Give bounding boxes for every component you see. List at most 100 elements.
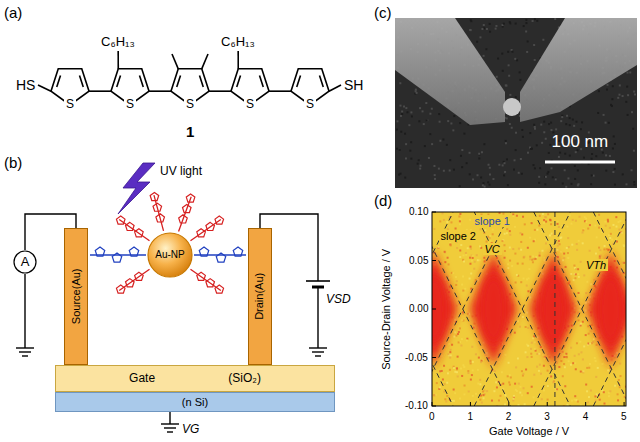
plot-noise: [499, 395, 501, 397]
plot-noise: [457, 375, 459, 377]
plot-noise: [461, 338, 463, 340]
scale-bar: [545, 161, 615, 164]
sem-noise: [609, 155, 611, 157]
panel-letter: (b): [4, 154, 22, 171]
plot-noise: [513, 395, 515, 397]
plot-noise: [515, 366, 517, 368]
sem-noise: [605, 170, 607, 172]
plot-noise: [545, 221, 547, 223]
plot-noise: [607, 220, 609, 222]
plot-noise: [582, 321, 584, 323]
plot-noise: [515, 281, 517, 283]
sem-noise: [483, 55, 485, 57]
plot-noise: [577, 401, 579, 403]
plot-noise: [504, 250, 506, 252]
slope-line: [593, 212, 626, 406]
plot-noise: [506, 228, 508, 230]
plot-noise: [588, 367, 590, 369]
plot-noise: [454, 371, 456, 373]
plot-noise: [446, 382, 448, 384]
sem-noise: [515, 132, 517, 134]
plot-noise: [509, 384, 511, 386]
plot-noise: [552, 233, 554, 235]
nanoparticle: [503, 98, 521, 116]
plot-noise: [479, 379, 481, 381]
plot-noise: [578, 320, 580, 322]
plot-noise: [451, 344, 453, 346]
sem-noise: [569, 117, 571, 119]
plot-noise: [448, 354, 450, 356]
plot-noise: [599, 399, 601, 401]
plot-noise: [443, 391, 445, 393]
plot-noise: [433, 228, 435, 230]
plot-noise: [449, 351, 451, 353]
plot-noise: [615, 226, 617, 228]
plot-noise: [453, 330, 455, 332]
plot-noise: [527, 247, 529, 249]
sem-noise: [519, 71, 521, 73]
sem-noise: [593, 175, 595, 177]
sem-noise: [497, 58, 499, 60]
plot-noise: [528, 277, 530, 279]
plot-noise: [459, 397, 461, 399]
plot-noise: [473, 323, 475, 325]
panel-letter: (a): [4, 4, 22, 21]
sem-noise: [533, 124, 535, 126]
plot-noise: [518, 248, 520, 250]
plot-noise: [516, 274, 518, 276]
plot-noise: [532, 261, 534, 263]
sem-noise: [555, 178, 557, 180]
sem-noise: [614, 168, 616, 170]
plot-noise: [608, 234, 610, 236]
tick-label: 2: [506, 411, 512, 423]
sem-noise: [626, 86, 628, 88]
plot-noise: [469, 257, 471, 259]
sem-noise: [406, 111, 408, 113]
threshold-line: [554, 212, 555, 406]
plot-noise: [518, 383, 520, 385]
sem-noise: [544, 176, 546, 178]
sem-noise: [478, 153, 480, 155]
sem-noise: [481, 151, 483, 153]
plot-noise: [594, 395, 596, 397]
plot-noise: [452, 272, 454, 274]
sem-noise: [509, 94, 511, 96]
node-content: Gate(SiO₂): [56, 366, 334, 391]
sem-noise: [463, 133, 465, 135]
plot-noise: [602, 363, 604, 365]
tick-mark: [470, 402, 471, 406]
sem-noise: [548, 152, 550, 154]
plot-noise: [469, 278, 471, 280]
plot-noise: [587, 228, 589, 230]
plot-noise: [472, 369, 474, 371]
sem-noise: [428, 157, 430, 159]
plot-noise: [512, 399, 514, 401]
plot-noise: [462, 290, 464, 292]
sem-noise: [518, 172, 520, 174]
plot-noise: [577, 312, 579, 314]
plot-noise: [459, 213, 461, 215]
plot-noise: [582, 371, 584, 373]
plot-noise: [473, 327, 475, 329]
plot-noise: [511, 265, 513, 267]
plot-noise: [508, 362, 510, 364]
thiophene-unit: [199, 247, 209, 256]
sem-noise: [555, 128, 557, 130]
plot-noise: [472, 257, 474, 259]
thiol-bond: [38, 85, 51, 91]
plot-noise: [476, 254, 478, 256]
sem-noise: [405, 107, 407, 109]
sem-noise: [426, 119, 428, 121]
electrode-label: Source(Au): [70, 269, 83, 325]
sem-noise: [434, 178, 436, 180]
plot-noise: [456, 247, 458, 249]
plot-noise: [608, 395, 610, 397]
substituent-label: C₆H₁₃: [101, 35, 135, 50]
plot-noise: [491, 400, 493, 402]
plot-noise: [568, 282, 570, 284]
plot-noise: [443, 219, 445, 221]
plot-noise: [571, 325, 573, 327]
wire: [24, 274, 25, 348]
plot-noise: [463, 260, 465, 262]
plot-noise: [556, 389, 558, 391]
